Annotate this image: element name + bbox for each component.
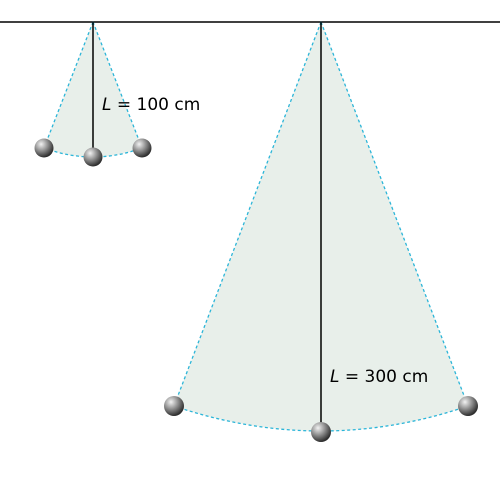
pendulum-long: L = 300 cm — [164, 21, 478, 442]
swing-edge-right — [320, 21, 469, 407]
bob-left-extreme — [34, 138, 54, 158]
swing-edge-left — [173, 21, 322, 407]
bob-equilibrium — [83, 147, 103, 167]
pendulum-short: L = 100 cm — [34, 21, 200, 167]
length-label-short: L = 100 cm — [102, 95, 200, 115]
bob-right-extreme — [132, 138, 152, 158]
bob-equilibrium — [311, 422, 331, 442]
length-value: = 300 cm — [339, 367, 428, 387]
length-var: L — [102, 95, 111, 115]
swing-edge-left — [43, 21, 94, 149]
length-value: = 100 cm — [111, 95, 200, 115]
length-label-long: L = 300 cm — [330, 367, 428, 387]
length-var: L — [330, 367, 339, 387]
bob-left-extreme — [164, 396, 184, 416]
swing-edge-right — [92, 21, 143, 149]
bob-right-extreme — [458, 396, 478, 416]
